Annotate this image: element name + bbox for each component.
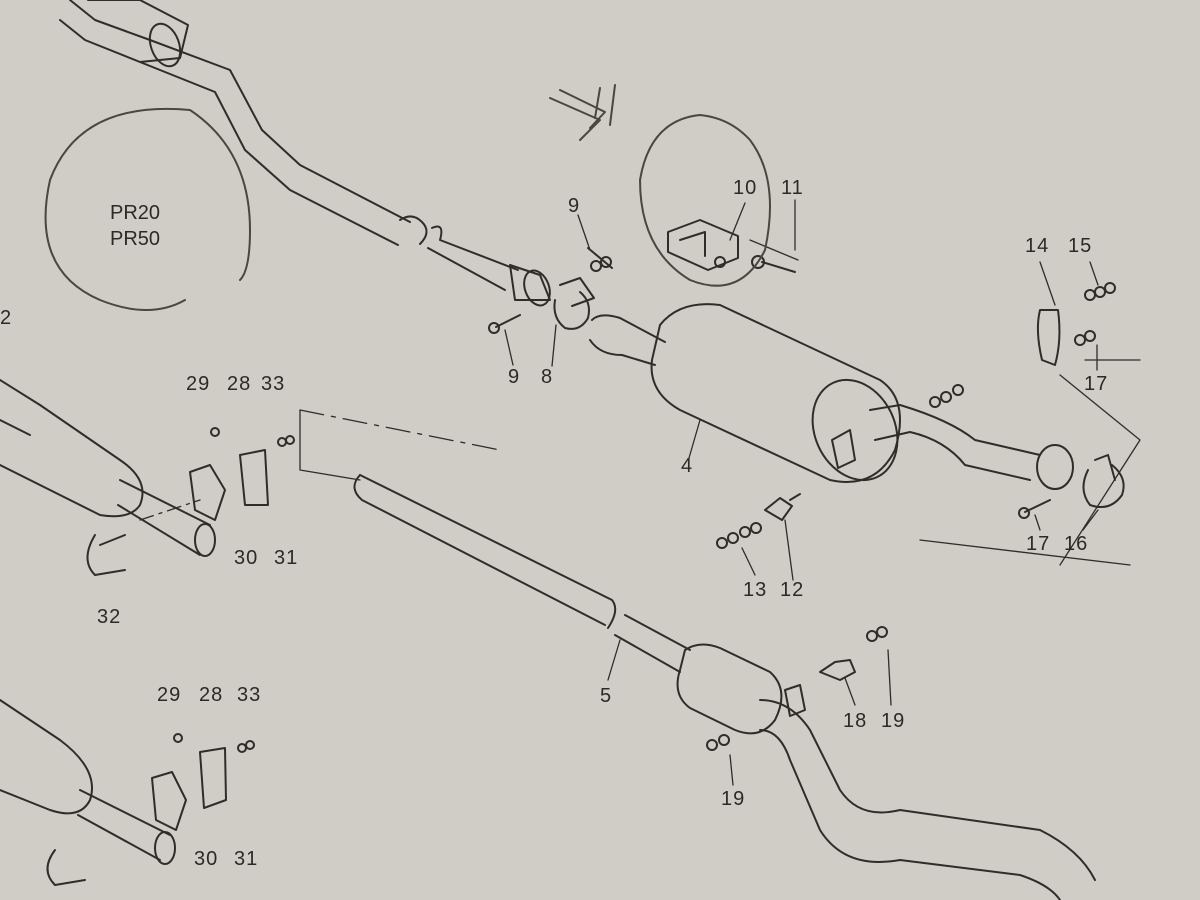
clamp-16 [1018, 454, 1125, 519]
callout-12: 12 [780, 579, 805, 601]
callout-11: 11 [781, 177, 804, 199]
callout-5: 5 [600, 685, 613, 707]
rear-pipe-5 [353, 474, 1096, 900]
pencil-note: PR20 PR50 [110, 200, 160, 252]
callout-19-right: 19 [881, 710, 906, 732]
left-lower-assembly [0, 699, 255, 886]
callout-31-upper: 31 [274, 547, 299, 569]
callout-29-upper: 29 [186, 373, 211, 395]
callout-10: 10 [733, 177, 758, 199]
mount-14 [1036, 282, 1116, 366]
callout-9-lower: 9 [508, 366, 521, 388]
pencil-circle-note [44, 107, 251, 311]
callout-33-upper: 33 [261, 373, 286, 395]
callout-19-lower: 19 [721, 788, 746, 810]
left-upper-assembly [0, 379, 295, 576]
callout-28-upper: 28 [227, 373, 252, 395]
callout-8: 8 [541, 366, 554, 388]
callout-29-lower: 29 [157, 684, 182, 706]
callout-17-lower: 17 [1026, 533, 1051, 555]
callout-31-lower: 31 [234, 848, 259, 870]
callout-15: 15 [1068, 235, 1093, 257]
callout-18: 18 [843, 710, 868, 732]
pencil-circle-hanger [639, 114, 771, 287]
callout-30-lower: 30 [194, 848, 219, 870]
note-line-2: PR50 [110, 228, 161, 250]
callout-17-right: 17 [1084, 373, 1109, 395]
note-line-1: PR20 [110, 202, 161, 224]
callout-33-lower: 33 [237, 684, 262, 706]
pencil-arrow-mark [549, 84, 616, 141]
clamp-8 [488, 247, 613, 334]
callout-32: 32 [97, 606, 122, 628]
leader-lines [139, 199, 1141, 786]
callout-2: 2 [0, 307, 13, 329]
callout-4: 4 [681, 455, 694, 477]
silencer-4 [589, 303, 1074, 490]
callout-13: 13 [743, 579, 768, 601]
callout-28-lower: 28 [199, 684, 224, 706]
front-pipe [59, 0, 551, 307]
callout-14: 14 [1025, 235, 1050, 257]
insulator-12 [716, 493, 801, 549]
callout-30-upper: 30 [234, 547, 259, 569]
hanger-10 [667, 219, 796, 273]
callout-9-upper: 9 [568, 195, 581, 217]
callout-16: 16 [1064, 533, 1089, 555]
pencil-annotations [44, 84, 771, 311]
